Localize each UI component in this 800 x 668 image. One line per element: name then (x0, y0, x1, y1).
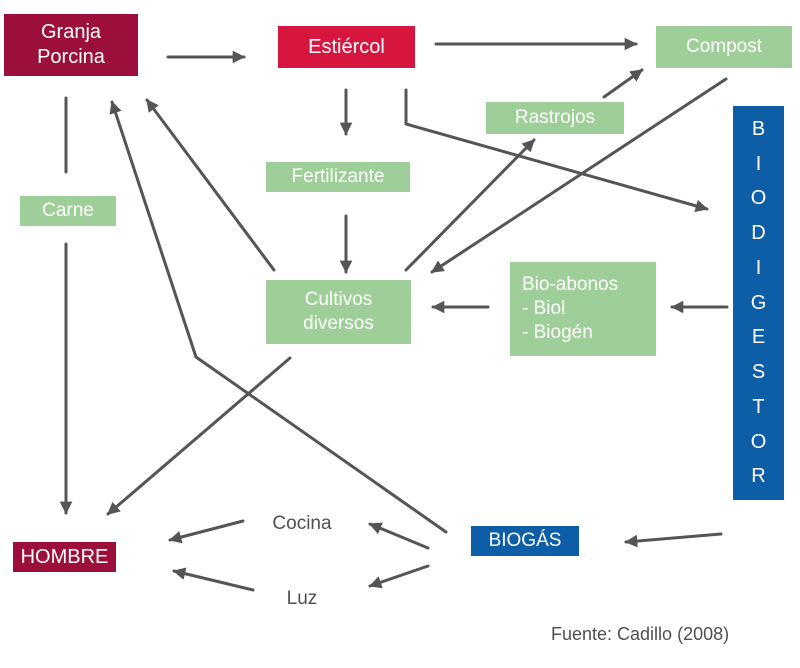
biodigestor-letter: O (750, 187, 767, 210)
arrow-biogas-luz (368, 564, 430, 589)
biodigestor-letter: D (751, 222, 766, 244)
source-caption: Fuente: Cadillo (2008) (551, 624, 730, 644)
arrow-biogas-cocina (368, 522, 430, 550)
arrow-cocina-hombre (168, 519, 245, 544)
arrow-cultivos-granja (145, 98, 276, 272)
node-estiercol: Estiércol (278, 26, 415, 68)
arrow-biogas-granja (109, 100, 448, 534)
biodigestor-letter: T (752, 395, 765, 418)
arrow-luz-hombre (172, 567, 255, 592)
node-compost: Compost (656, 26, 792, 68)
node-biogas: BIOGÁS (471, 526, 579, 556)
biodigestor-letter: E (751, 326, 766, 349)
biodigestor-letter: R (751, 465, 766, 488)
arrow-estiercol-biodigestor (404, 88, 709, 212)
node-cultivos-diversos: Cultivos diversos (266, 280, 411, 344)
node-cocina: Cocina (272, 513, 332, 535)
node-fertilizante: Fertilizante (266, 162, 410, 192)
biodigestor-letter: G (750, 291, 767, 314)
node-bio-abonos: Bio-abonos - Biol - Biogén (510, 262, 656, 356)
node-hombre: HOMBRE (13, 542, 116, 572)
arrow-biodigestor-biogas (624, 532, 723, 548)
biodigestor-letter: O (750, 430, 767, 453)
arrow-cultivos-hombre (106, 356, 292, 516)
arrow-compost-cultivos (430, 77, 728, 274)
arrow-cultivos-rastrojos (404, 138, 536, 272)
arrow-rastrojos-compost (602, 68, 644, 99)
biodigestor-letter: I (755, 152, 762, 175)
node-luz: Luz (286, 588, 318, 610)
node-carne: Carne (20, 196, 116, 226)
biodigestor-letter: S (751, 361, 766, 383)
biodigestor-letter: I (755, 256, 762, 279)
biodigestor-letter: B (751, 117, 766, 140)
node-granja-porcina: Granja Porcina (4, 14, 138, 76)
node-rastrojos: Rastrojos (486, 102, 624, 134)
